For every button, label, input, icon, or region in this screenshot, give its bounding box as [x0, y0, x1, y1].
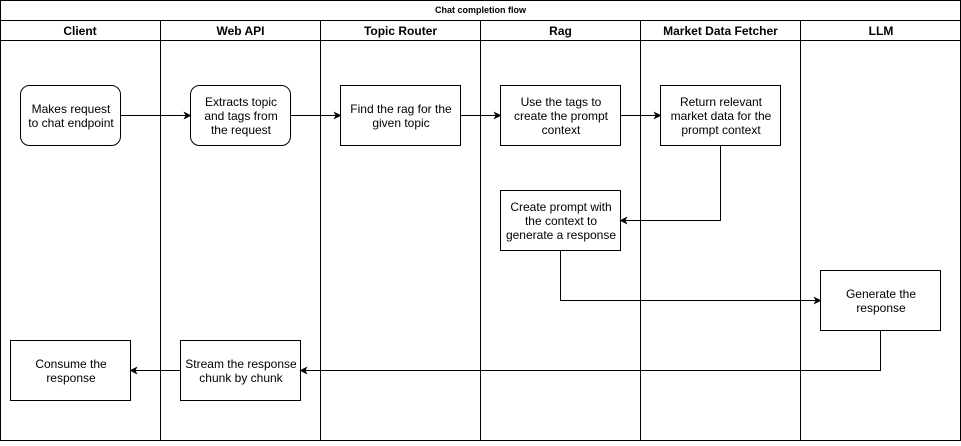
lane-header-rag: Rag [549, 23, 572, 38]
node-consume-response-label: Consume the response [35, 357, 107, 385]
lane-header-client: Client [63, 23, 97, 38]
node-return-market-label: Return relevant market data for the prom… [670, 95, 772, 137]
node-find-rag-label: Find the rag for the given topic [350, 102, 452, 130]
lane-header-llm: LLM [868, 23, 894, 38]
node-makes-request-label: Makes request to chat endpoint [28, 102, 114, 130]
edge-prompt-to-llm [560, 250, 822, 305]
node-use-tags-label: Use the tags to create the prompt contex… [513, 95, 609, 137]
edge-llm-to-stream [299, 330, 881, 375]
node-stream-response-label: Stream the response chunk by chunk [185, 357, 297, 385]
lane-header-web-api: Web API [216, 23, 265, 38]
diagram-title: Chat completion flow [435, 5, 526, 15]
lane-header-topic-router: Topic Router [363, 23, 438, 38]
edge-market-to-prompt [619, 145, 721, 225]
node-create-prompt-label: Create prompt with the context to genera… [505, 200, 617, 242]
node-extracts-topic-label: Extracts topic and tags from the request [204, 95, 278, 137]
lane-header-market-data-fetcher: Market Data Fetcher [663, 23, 778, 38]
node-use-tags [500, 85, 621, 146]
node-generate-response-label: Generate the response [845, 287, 917, 315]
node-find-rag [340, 85, 461, 146]
node-create-prompt [500, 190, 621, 251]
node-stream-response [180, 340, 301, 401]
